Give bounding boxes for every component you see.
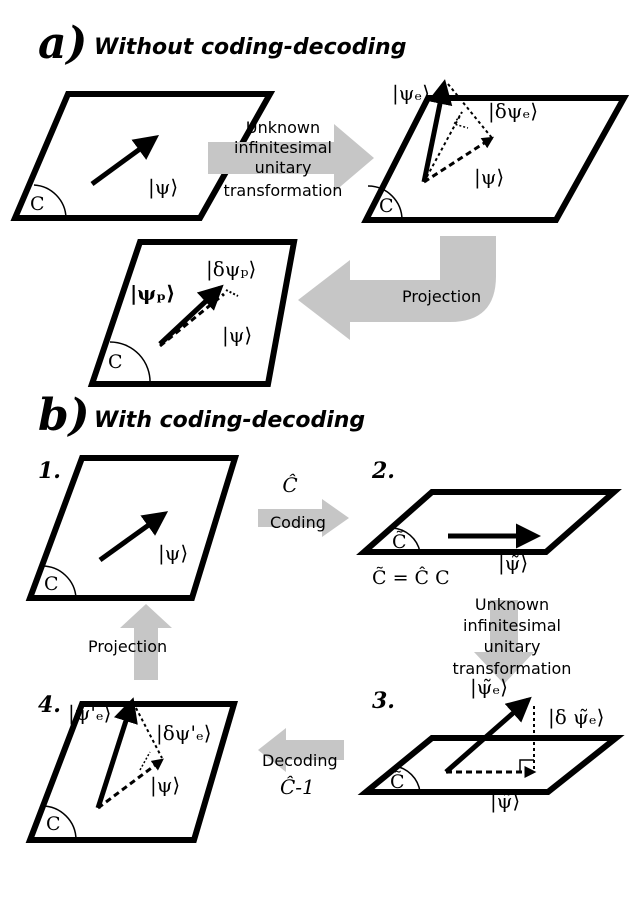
decoding-label: Decoding [262,751,338,770]
panel-a3: C |ψₚ⟩ |δψₚ⟩ |ψ⟩ [87,239,298,387]
psi-label: |ψ⟩ [148,175,178,200]
step-3-label: 3. [372,688,395,714]
psi-vector [97,758,164,810]
psi-e-prime-vector [95,697,138,809]
psi-vector [98,511,169,563]
psi-tilde-label: |ψ̃⟩ [498,551,528,576]
decoding-operator: Ĉ-1 [280,774,315,799]
svg-text:infinitesimal: infinitesimal [463,616,561,635]
c-tilde-label: C̃ [390,771,405,793]
panel-a1: C |ψ⟩ [10,91,276,221]
psi-p-label: |ψₚ⟩ [130,281,175,305]
projection-arrow-up [120,604,172,680]
psi-e-prime-label: |ψ'ₑ⟩ [68,701,111,726]
svg-text:unitary: unitary [484,637,541,656]
c-tilde-equation: C̃ = Ĉ C [372,566,450,589]
section-a-title: Without coding-decoding [94,35,406,60]
coding-arrow [258,499,349,537]
panel-b1: C |ψ⟩ [25,455,240,601]
projection-label-b: Projection [88,637,167,656]
transform-arrow [208,124,374,192]
panel-b4: C |ψ'ₑ⟩ |δψ'ₑ⟩ |ψ⟩ [25,697,239,843]
transform-label-b: Unknown infinitesimal unitary transforma… [453,595,572,678]
c-label: C [379,195,394,217]
delta-psi-e-prime-label: |δψ'ₑ⟩ [156,721,212,746]
delta-psi-tilde-e-label: |δ ψ̃ₑ⟩ [548,705,604,730]
section-a-letter: a) [38,18,87,69]
psi-label: |ψ⟩ [150,773,180,798]
panel-b3: C̃ |ψ̃ₑ⟩ |δ ψ̃ₑ⟩ |ψ̃⟩ [357,675,625,814]
c-label: C [46,813,61,835]
transform-label: Unknown infinitesimal unitary transforma… [224,118,343,200]
step-2-label: 2. [371,458,395,484]
psi-p-vector [158,284,224,346]
projection-label: Projection [402,287,481,306]
delta-psi-p-label: |δψₚ⟩ [206,257,256,282]
psi-e-label: |ψₑ⟩ [392,81,430,106]
c-label: C [44,573,59,595]
step-1-label: 1. [38,458,61,484]
projection-arrow [298,236,496,340]
decoding-arrow [258,728,344,772]
psi-e-vector [421,79,453,183]
svg-text:transformation: transformation [453,659,572,678]
c-label: C [30,193,45,215]
psi-tilde-e-label: |ψ̃ₑ⟩ [470,675,508,700]
coding-operator: Ĉ [282,472,297,497]
psi-vector [423,136,495,184]
svg-text:infinitesimal: infinitesimal [234,138,332,157]
delta-line [447,83,493,139]
c-label: C [108,351,123,373]
psi-tilde-label: |ψ̃⟩ [490,789,520,814]
svg-text:Unknown: Unknown [246,118,320,137]
c-tilde-label: C̃ [392,531,407,553]
panel-b2: C̃ |ψ̃⟩ [356,489,622,576]
psi-vector [90,135,160,187]
psi-label: |ψ⟩ [158,541,188,566]
psi-label: |ψ⟩ [222,323,252,348]
coding-label: Coding [270,513,326,532]
step-4-label: 4. [38,692,61,718]
svg-text:unitary: unitary [255,158,312,177]
section-b-title: With coding-decoding [94,408,365,433]
transform-arrow-down [474,600,534,684]
psi-tilde-e-vector [444,696,532,774]
section-b-letter: b) [38,390,90,441]
psi-vector [159,292,225,348]
panel-a2: C |ψₑ⟩ |δψₑ⟩ |ψ⟩ [361,79,630,223]
delta-psi-e-label: |δψₑ⟩ [488,99,538,124]
psi-label: |ψ⟩ [474,165,504,190]
svg-text:Unknown: Unknown [475,595,549,614]
svg-text:transformation: transformation [224,181,343,200]
